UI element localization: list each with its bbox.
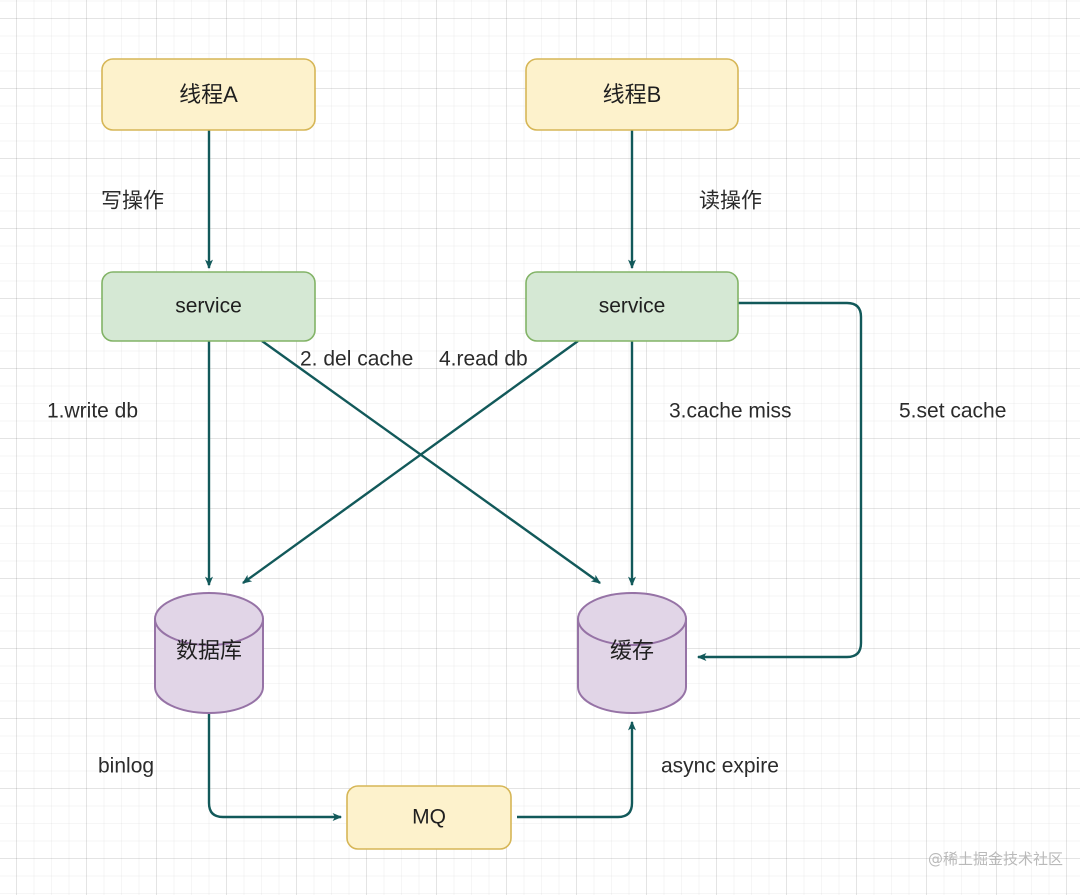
node-cache-label: 缓存 [610,638,654,663]
node-database-top[interactable] [154,592,264,646]
node-mq[interactable]: MQ [346,785,512,850]
node-mq-label: MQ [412,806,446,829]
edge-label-read-op: 读操作 [699,190,762,213]
edge-label-layer: 写操作 读操作 1.write db 2. del cache 3.cache … [47,190,1006,778]
edge-label-write-db: 1.write db [47,400,138,423]
node-service-a[interactable]: service [101,271,316,342]
edge-del-cache-line [261,340,601,584]
node-database[interactable]: 数据库 [154,592,264,714]
node-thread-a[interactable]: 线程A [101,58,316,131]
node-thread-b-box[interactable] [525,58,739,131]
edge-async-expire-line [517,720,636,819]
node-thread-b-label: 线程B [603,82,662,107]
node-service-a-box[interactable] [101,271,316,342]
node-service-a-label: service [175,295,242,318]
edge-label-binlog: binlog [98,755,154,778]
edge-label-write-op: 写操作 [101,190,164,213]
node-service-b-label: service [599,295,666,318]
node-database-label: 数据库 [176,638,242,663]
edge-label-del-cache: 2. del cache [300,348,413,371]
watermark: @稀土掘金技术社区 [928,850,1063,868]
node-cache[interactable]: 缓存 [577,592,687,714]
node-thread-b[interactable]: 线程B [525,58,739,131]
edge-label-async-expire: async expire [661,755,779,778]
node-service-b[interactable]: service [525,271,739,342]
node-thread-a-box[interactable] [101,58,316,131]
edge-layer [205,130,863,821]
node-cache-top[interactable] [577,592,687,646]
edge-set-cache-line [696,301,863,661]
edge-label-read-db: 4.read db [439,348,528,371]
edge-read-db-line [242,340,579,584]
edge-label-set-cache: 5.set cache [899,400,1006,423]
node-thread-a-label: 线程A [179,82,238,107]
node-service-b-box[interactable] [525,271,739,342]
edge-binlog-line [207,712,343,821]
node-mq-box[interactable] [346,785,512,850]
edge-label-cache-miss: 3.cache miss [669,400,792,423]
